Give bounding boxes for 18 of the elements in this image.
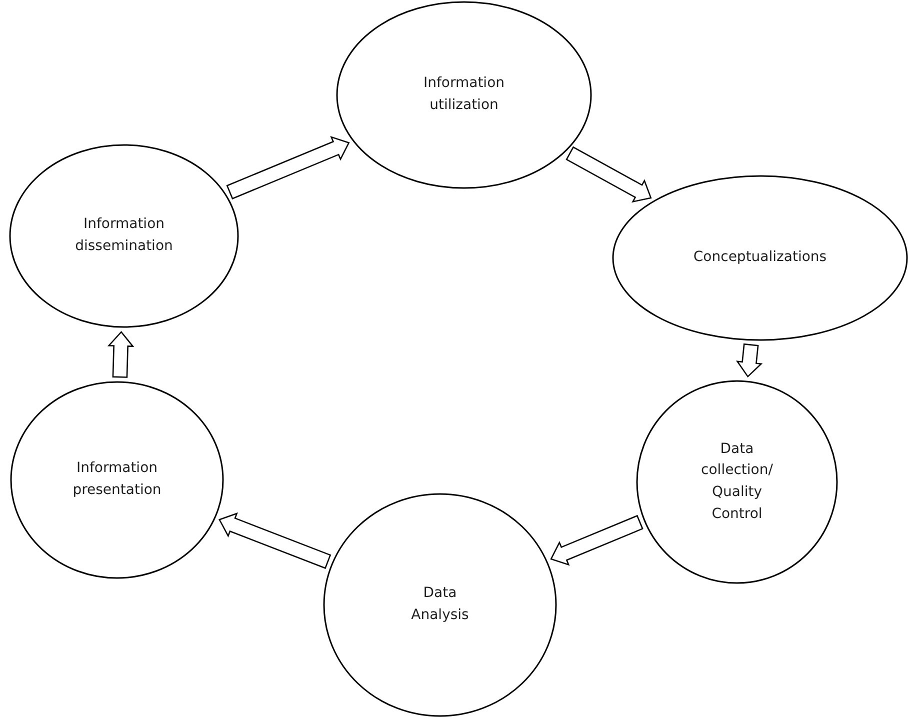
node-label: Data Analysis [410, 584, 470, 625]
node-label: Data collection/ Quality Control [700, 440, 774, 524]
process-circle [336, 1, 592, 189]
process-circle [323, 493, 557, 717]
process-circle [9, 144, 239, 328]
node-label: Information dissemination [74, 215, 174, 256]
node-label: Information presentation [72, 459, 162, 500]
block-arrow [566, 146, 652, 203]
block-arrow [107, 330, 134, 378]
block-arrow [226, 136, 350, 200]
process-circle [612, 175, 908, 341]
block-arrow [736, 343, 763, 378]
node-label: Conceptualizations [692, 248, 828, 268]
block-arrow [218, 512, 332, 569]
process-circle [10, 381, 224, 579]
node-label: Information utilization [422, 74, 506, 115]
block-arrow [550, 514, 644, 566]
process-circle [636, 380, 838, 584]
